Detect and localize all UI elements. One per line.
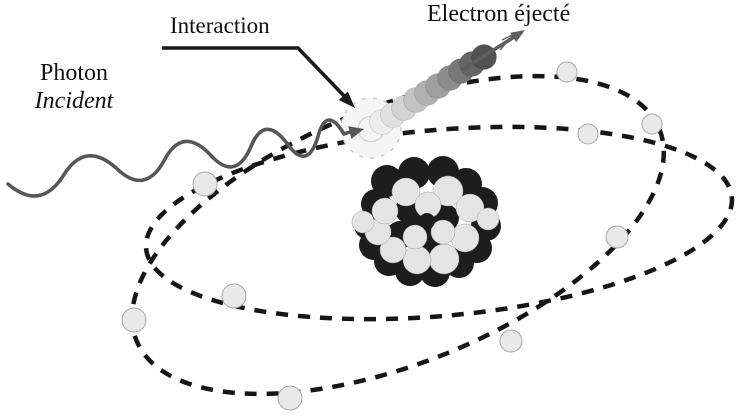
ejected-arrow-sketch-tick <box>499 33 515 51</box>
electron-ejected-label: Electron éjecté <box>427 1 571 27</box>
ejected-electron-arrow <box>461 30 523 72</box>
interaction-arrowhead-icon <box>338 91 355 108</box>
orbit-electron <box>192 171 218 197</box>
interaction-label: Interaction <box>170 13 270 38</box>
nucleus-light-particle <box>476 207 500 231</box>
photon-label-line2: Incident <box>34 87 114 114</box>
nucleus-light-particle <box>402 245 432 275</box>
nucleus-light-particle <box>430 219 456 245</box>
orbit-electron <box>121 307 147 333</box>
nucleus-light-particle <box>391 177 421 207</box>
orbit-ellipse-1 <box>143 124 735 322</box>
nucleus-light-particle <box>371 197 399 225</box>
nucleus-dark-particle <box>419 213 435 229</box>
orbit-electron <box>499 329 523 353</box>
orbit-electron <box>221 283 247 309</box>
nucleus-light-particle <box>402 224 428 250</box>
nucleus-light-particle <box>428 243 460 275</box>
orbit-electron <box>577 123 599 145</box>
nucleus-light-particle <box>450 223 480 253</box>
nucleus-light-particle <box>432 175 464 207</box>
photon-arrowhead-icon <box>348 126 364 139</box>
nucleus-light-particle <box>455 193 485 223</box>
photon-label-line1: Photon <box>39 60 108 86</box>
photon-wave <box>6 118 358 198</box>
orbit-electron <box>641 113 663 135</box>
ejected-electron-arrowhead-icon <box>510 30 525 43</box>
interaction-pointer-line <box>162 46 350 102</box>
photon-incident-label: Photon Incident <box>20 60 128 115</box>
orbit-electron <box>556 61 578 83</box>
orbit-electron <box>277 385 303 411</box>
nucleus-light-particle <box>351 210 375 234</box>
nucleus-light-particle <box>379 236 407 264</box>
orbit-electron <box>605 225 629 249</box>
